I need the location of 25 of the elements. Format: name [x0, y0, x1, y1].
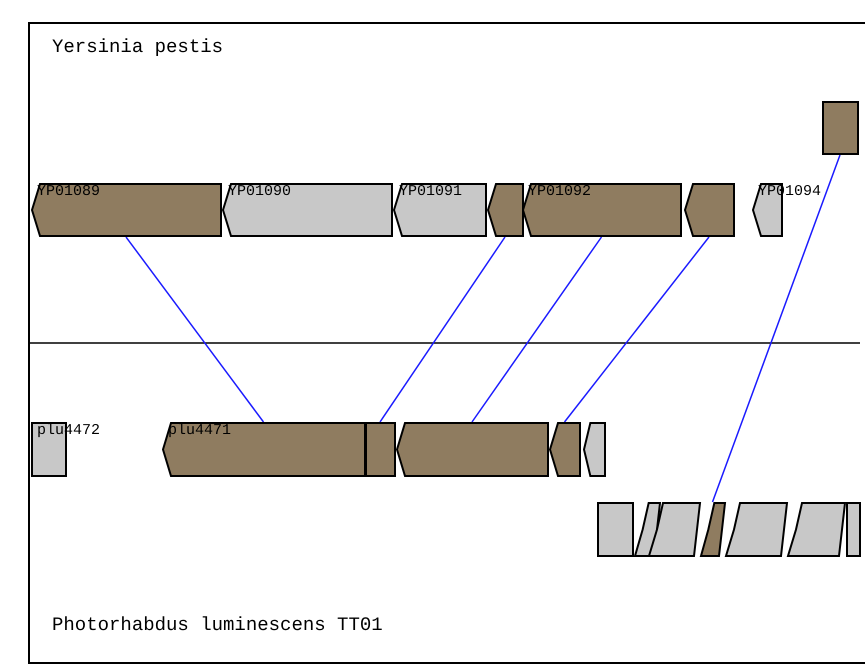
- gene-block: [822, 101, 858, 155]
- homology-line: [712, 154, 841, 502]
- homology-line: [564, 236, 710, 422]
- homology-line: [125, 236, 264, 422]
- gene-name: plu4471: [168, 422, 232, 440]
- genome-title: Photorhabdus luminescens TT01: [52, 614, 383, 636]
- gene-name: YP01091: [399, 183, 462, 201]
- gene-block: [583, 422, 605, 477]
- gene-block: [222, 183, 392, 237]
- gene-name: YP01090: [228, 183, 292, 201]
- gene-block: [597, 502, 633, 557]
- gene-block: [846, 502, 860, 557]
- gene-block: [684, 183, 734, 237]
- gene-name: YP01092: [528, 183, 592, 201]
- gene-name: YP01089: [37, 183, 100, 201]
- gene-block: [725, 502, 787, 557]
- gene-block: [365, 422, 395, 477]
- homology-line: [471, 236, 602, 422]
- gene-block: [31, 183, 221, 237]
- gene-block: [648, 502, 700, 557]
- genome-title: Yersinia pestis: [52, 36, 224, 58]
- gene-block: [787, 502, 845, 557]
- homology-line: [379, 236, 506, 422]
- gene-block: [162, 422, 365, 477]
- gene-block: [393, 183, 486, 237]
